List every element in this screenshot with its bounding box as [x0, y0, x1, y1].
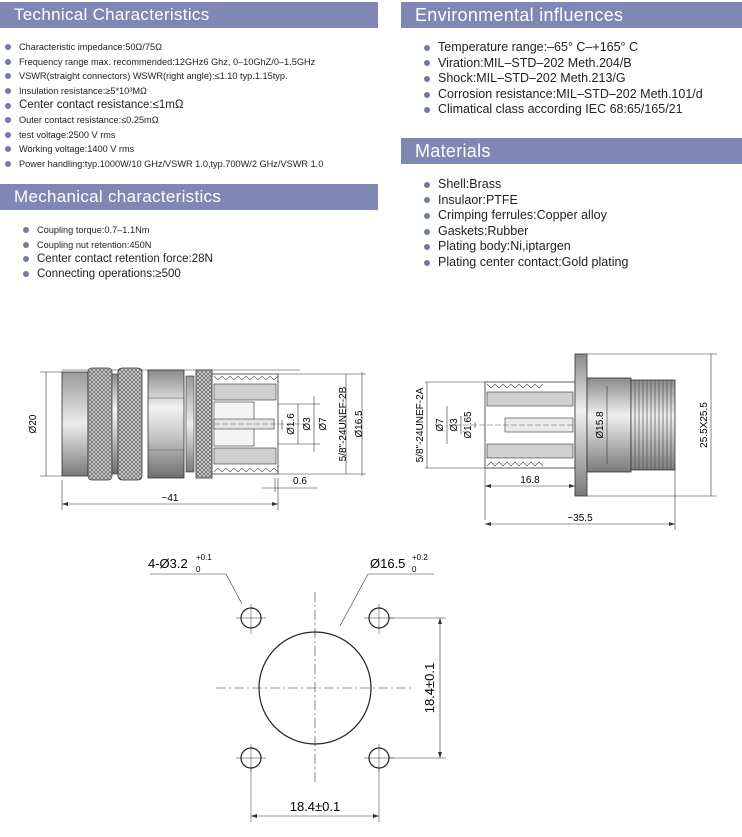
- mech-nut-retention: Coupling nut retention:450N: [23, 238, 213, 253]
- mat-plating-contact: Plating center contact:Gold plating: [424, 255, 628, 271]
- dim-d7: Ø7: [318, 417, 329, 431]
- knurled-nut-1: [87, 367, 113, 481]
- env-shock: Shock:MIL–STD–202 Meth.213/G: [424, 71, 703, 87]
- spec-frequency: Frequency range max. recommended:12GHz6 …: [5, 55, 323, 70]
- vertical-dim: 18.4±0.1: [422, 663, 437, 714]
- flange-mounting-drawing: 4-Ø3.2 +0.1 0 Ø16.5 +0.2 0 18.4±0.1 18.4…: [148, 553, 446, 822]
- spec-vswr: VSWR(straight connectors) WSWR(right ang…: [5, 69, 323, 84]
- dim-thread-2b: 5/8"-24UNEF-2B: [338, 386, 349, 461]
- env-vibration: Viration:MIL–STD–202 Meth.204/B: [424, 56, 703, 72]
- crimp-ferrule: [61, 371, 89, 477]
- mech-contact-retention: Center contact retention force:28N: [23, 252, 213, 267]
- spec-insulation: Insulation resistance:≥5*10³MΩ: [5, 84, 323, 99]
- dim-d20: Ø20: [28, 414, 39, 433]
- center-bore: [258, 631, 372, 745]
- dim-0-6: 0.6: [293, 476, 307, 487]
- environmental-influences-heading: Environmental influences: [401, 2, 742, 28]
- knurled-nut-3: [195, 369, 213, 479]
- dim-41: ~41: [162, 493, 179, 504]
- spec-center-contact: Center contact resistance:≤1mΩ: [5, 98, 323, 113]
- horizontal-dim: 18.4±0.1: [290, 799, 341, 814]
- dim-d16-5: Ø16.5: [354, 410, 365, 438]
- bore-spec-label: Ø16.5: [370, 556, 405, 571]
- spec-test-voltage: test voltage:2500 V rms: [5, 128, 323, 143]
- left-connector-drawing: Ø20 Ø1.6 Ø3 Ø7 5/8"-24UNEF-2B Ø16.5 0.6 …: [28, 367, 366, 510]
- dim-16-8: 16.8: [520, 475, 540, 486]
- materials-list: Shell:Brass Insulaor:PTFE Crimping ferru…: [424, 177, 628, 271]
- mount-hole-tl: [240, 607, 262, 629]
- env-climatical: Climatical class according IEC 68:65/165…: [424, 102, 703, 118]
- environmental-list: Temperature range:–65° C–+165° C Viratio…: [424, 40, 703, 118]
- dim-d1-65: Ø1.65: [463, 411, 474, 439]
- env-temperature: Temperature range:–65° C–+165° C: [424, 40, 703, 56]
- knurled-nut-2: [117, 367, 143, 481]
- hex-body: [147, 369, 185, 479]
- square-flange: [574, 353, 588, 497]
- bore-tol-low: 0: [412, 565, 417, 574]
- jack-thread: [630, 379, 676, 471]
- hole-spec-label: 4-Ø3.2: [148, 556, 188, 571]
- hole-tol-low: 0: [196, 565, 201, 574]
- mech-operations: Connecting operations:≥500: [23, 267, 213, 282]
- dim-d1-6: Ø1.6: [286, 413, 297, 435]
- dim-flange-size: 25.5X25.5: [699, 402, 710, 448]
- dim-thread-2a: 5/8"-24UNEF-2A: [415, 387, 426, 462]
- hole-tol-up: +0.1: [196, 553, 212, 562]
- technical-characteristics-heading: Technical Characteristics: [0, 2, 378, 28]
- dim-d7-right: Ø7: [435, 418, 446, 432]
- jack-body: [586, 377, 632, 473]
- right-connector-drawing: 5/8"-24UNEF-2A Ø7 Ø3 Ø1.65 Ø15.8 25.5X25…: [415, 353, 717, 530]
- dim-d3: Ø3: [302, 417, 313, 431]
- dim-35-5: ~35.5: [567, 513, 593, 524]
- mat-shell: Shell:Brass: [424, 177, 628, 193]
- dim-d3-right: Ø3: [449, 418, 460, 432]
- mechanical-list: Coupling torque:0.7–1.1Nm Coupling nut r…: [23, 223, 213, 281]
- spec-impedance: Characteristic impedance:50Ω/75Ω: [5, 40, 323, 55]
- mat-plating-body: Plating body:Ni,iptargen: [424, 239, 628, 255]
- spec-power-handling: Power handling:typ.1000W/10 GHz/VSWR 1.0…: [5, 157, 323, 172]
- bore-tol-up: +0.2: [412, 553, 428, 562]
- dim-d15-8: Ø15.8: [595, 411, 606, 439]
- spec-outer-contact: Outer contact resistance:≤0.25mΩ: [5, 113, 323, 128]
- mech-torque: Coupling torque:0.7–1.1Nm: [23, 223, 213, 238]
- technical-list: Characteristic impedance:50Ω/75Ω Frequen…: [5, 40, 323, 171]
- materials-heading: Materials: [401, 138, 742, 164]
- mat-gaskets: Gaskets:Rubber: [424, 224, 628, 240]
- mat-ferrules: Crimping ferrules:Copper alloy: [424, 208, 628, 224]
- spec-working-voltage: Working voltage:1400 V rms: [5, 142, 323, 157]
- env-corrosion: Corrosion resistance:MIL–STD–202 Meth.10…: [424, 87, 703, 103]
- mat-insulator: Insulaor:PTFE: [424, 193, 628, 209]
- mechanical-characteristics-heading: Mechanical characteristics: [0, 184, 378, 210]
